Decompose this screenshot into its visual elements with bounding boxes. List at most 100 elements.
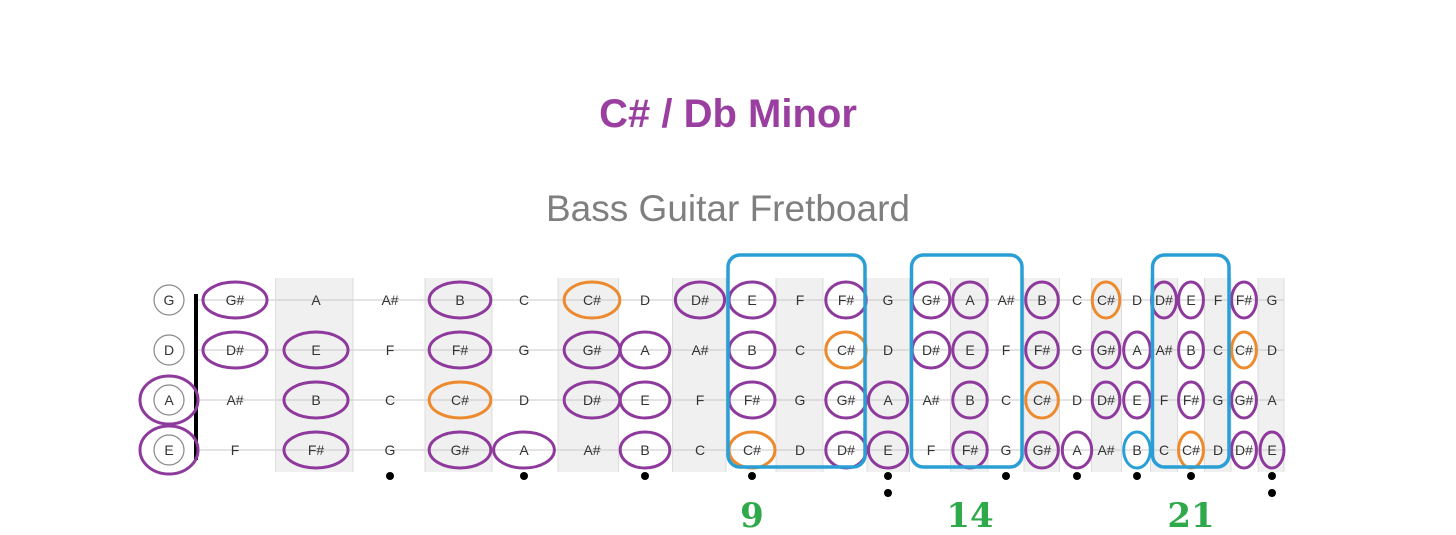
fret-note: G <box>385 442 396 458</box>
fretboard-title: Bass Guitar Fretboard <box>546 188 910 229</box>
fret-note: A# <box>1155 342 1172 358</box>
fret-note: D# <box>226 342 244 358</box>
fret-note: F# <box>962 442 979 458</box>
fret-note: F <box>1002 342 1011 358</box>
scale-note-circle <box>1230 380 1258 420</box>
fret-note: C <box>519 292 529 308</box>
scale-note-circle <box>427 330 493 370</box>
fret-note: D <box>519 392 529 408</box>
fret-dot <box>1268 489 1276 497</box>
fret-note: G <box>519 342 530 358</box>
fret-note: F# <box>452 342 469 358</box>
scale-title: C# / Db Minor <box>599 92 857 136</box>
fret-note: A <box>1267 392 1277 408</box>
fret-note: A# <box>381 292 398 308</box>
scale-note-circle <box>618 330 672 370</box>
fret-dot <box>1268 472 1276 480</box>
scale-note-circle <box>866 430 910 470</box>
fret-note: G <box>1213 392 1224 408</box>
fret-note: B <box>1132 442 1141 458</box>
fret-note: F# <box>838 292 855 308</box>
fret-note: A <box>1132 342 1142 358</box>
position-box <box>1150 253 1231 469</box>
fret-note: E <box>1132 392 1141 408</box>
fret-note: D <box>795 442 805 458</box>
scale-note-circle <box>201 280 269 320</box>
scale-note-circle <box>1177 280 1205 320</box>
fret-note: B <box>1037 292 1046 308</box>
fret-note: G <box>795 392 806 408</box>
fret-dot <box>1133 472 1141 480</box>
fret-note: G <box>1001 442 1012 458</box>
scale-note-circle <box>1177 330 1205 370</box>
scale-note-circle <box>1177 380 1205 420</box>
fret-dot <box>884 489 892 497</box>
fret-note: D <box>1213 442 1223 458</box>
fret-note: C <box>1001 392 1011 408</box>
fret-note: A# <box>583 442 600 458</box>
fret-dot <box>641 472 649 480</box>
fret-note: C <box>1213 342 1223 358</box>
fret-note: F# <box>1236 292 1253 308</box>
fret-note: C <box>385 392 395 408</box>
scale-note-circle <box>1090 330 1122 370</box>
fret-note: B <box>747 342 756 358</box>
scale-note-circle <box>1122 380 1152 420</box>
fret-note: F <box>386 342 395 358</box>
fret-note: D <box>1132 292 1142 308</box>
fret-dot <box>1002 472 1010 480</box>
open-string-label: G <box>164 292 175 308</box>
fret-shade-10 <box>776 278 823 472</box>
fret-note: G# <box>451 442 470 458</box>
scale-note-circle <box>1258 430 1286 470</box>
scale-note-circle <box>492 430 556 470</box>
fret-note: C# <box>1097 292 1115 308</box>
open-string-circle <box>153 284 185 316</box>
fret-dot <box>1073 472 1081 480</box>
fret-note: D# <box>1097 392 1115 408</box>
fret-note: C <box>695 442 705 458</box>
open-string-circle <box>153 384 185 416</box>
fret-note: B <box>965 392 974 408</box>
scale-note-circle <box>1024 280 1060 320</box>
scale-note-circle <box>1090 380 1122 420</box>
fret-note: A <box>311 292 321 308</box>
scale-note-circle <box>1230 280 1258 320</box>
scale-note-circle <box>427 280 493 320</box>
fret-note: G# <box>837 392 856 408</box>
open-string-label: A <box>164 392 174 408</box>
fret-note: D# <box>691 292 709 308</box>
fret-shading <box>275 278 1284 472</box>
fret-grid <box>194 278 1285 472</box>
scale-note-circle <box>427 430 493 470</box>
fret-note: E <box>1267 442 1276 458</box>
scale-note-circle <box>1230 430 1258 470</box>
fret-note: A# <box>922 392 939 408</box>
fret-note: F# <box>744 392 761 408</box>
scale-note-circle <box>951 280 989 320</box>
open-string-scale-circle <box>138 424 200 476</box>
fret-note: E <box>965 342 974 358</box>
scale-note-circle <box>282 330 350 370</box>
fret-note: F# <box>1183 392 1200 408</box>
fret-note: C <box>1072 292 1082 308</box>
fret-note: B <box>640 442 649 458</box>
position-boxes <box>726 253 1231 469</box>
fret-note: D# <box>1155 292 1173 308</box>
position-label: 9 <box>740 496 764 535</box>
open-string-scale-circle <box>138 374 200 426</box>
fret-note: G <box>1072 342 1083 358</box>
open-string-label: D <box>164 342 174 358</box>
fret-note: F <box>1160 392 1169 408</box>
scale-note-circle <box>951 330 989 370</box>
fret-note: G <box>1267 292 1278 308</box>
fret-note: D <box>1267 342 1277 358</box>
fret-note: A# <box>226 392 243 408</box>
fret-note: A <box>640 342 650 358</box>
fret-note: C# <box>1182 442 1200 458</box>
fret-note: A <box>965 292 975 308</box>
fret-note: C# <box>451 392 469 408</box>
fret-note: A# <box>691 342 708 358</box>
scale-note-circle <box>951 380 989 420</box>
